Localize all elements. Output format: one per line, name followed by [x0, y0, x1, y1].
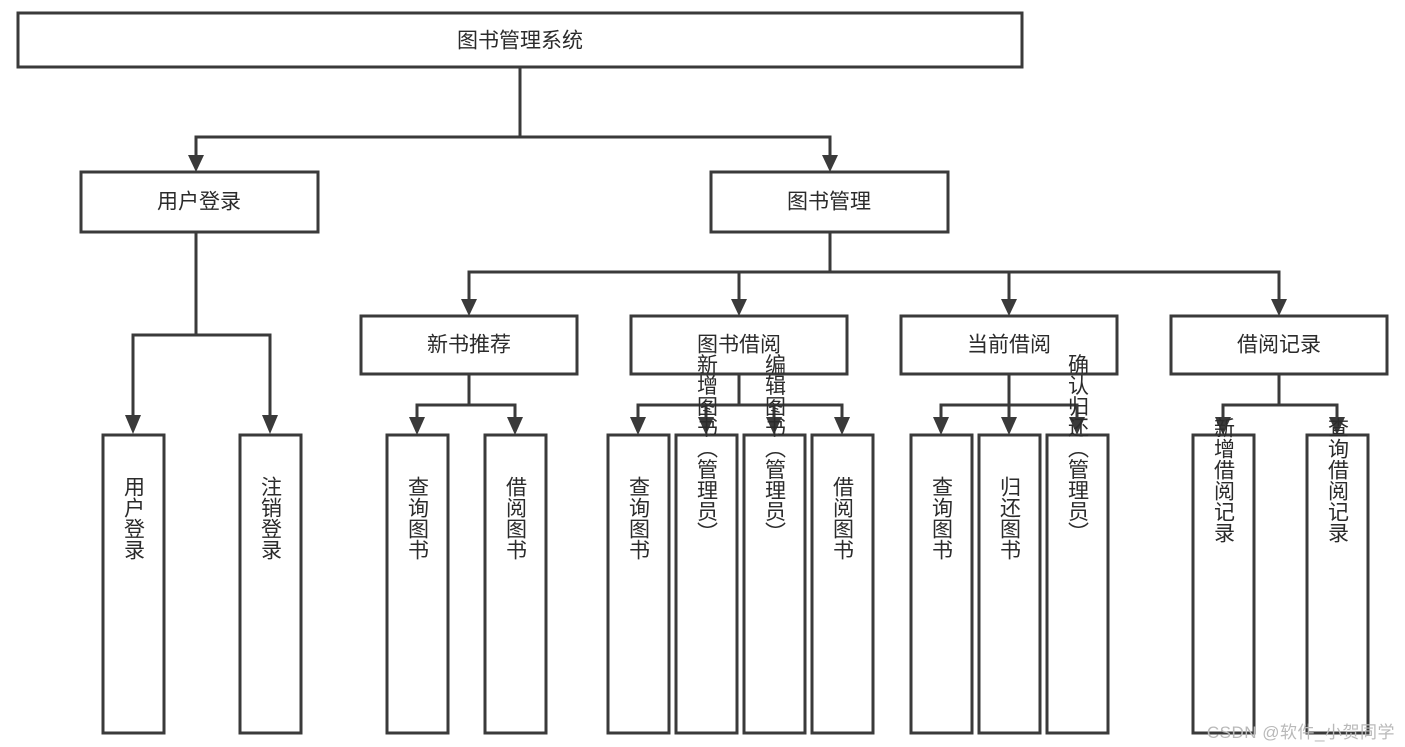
leaf-book-borrow-borrow-box[interactable] [810, 433, 875, 735]
leaf-user-login-login-label: 用户登录 [122, 476, 146, 560]
node-new-book-recommend-box[interactable] [359, 314, 579, 376]
leaf-new-book-query-box[interactable] [385, 433, 450, 735]
leaf-user-login-login-box[interactable] [101, 433, 166, 735]
node-root-system-box[interactable] [16, 11, 1024, 69]
leaf-user-login-logout-box[interactable] [238, 433, 303, 735]
leaf-user-login-logout-label: 注销登录 [259, 476, 283, 560]
leaf-new-book-query-label: 查询图书 [406, 476, 430, 560]
leaf-book-borrow-edit-box[interactable] [742, 433, 807, 735]
leaf-user-login-logout[interactable]: 注销登录 [238, 433, 303, 735]
leaf-current-borrow-confirm[interactable]: 确认归还（管理员） [1045, 354, 1110, 735]
arrowhead-newbook-l1 [409, 417, 425, 435]
node-book-borrow[interactable]: 图书借阅 [629, 314, 849, 376]
leaf-current-borrow-return-label: 归还图书 [998, 476, 1022, 560]
node-user-login-box[interactable] [79, 170, 320, 234]
leaf-book-borrow-query-label: 查询图书 [627, 476, 651, 560]
leaf-new-book-borrow-label: 借阅图书 [504, 476, 528, 560]
arrowhead-bookborrow-l3 [766, 417, 782, 435]
arrowhead-userlogin-l2 [262, 415, 278, 434]
leaf-book-borrow-edit-label: 编辑图书（管理员） [763, 354, 787, 543]
arrowhead-currentborrow-l2 [1001, 417, 1017, 435]
leaf-borrow-record-query-label: 查询借阅记录 [1326, 417, 1350, 543]
leaf-user-login-login[interactable]: 用户登录 [101, 433, 166, 735]
node-book-management-label: 图书管理 [787, 191, 871, 214]
node-root-system[interactable]: 图书管理系统 [16, 11, 1024, 69]
node-user-login[interactable]: 用户登录 [79, 170, 320, 234]
leaf-current-borrow-confirm-box[interactable] [1045, 433, 1110, 735]
node-root-system-label: 图书管理系统 [457, 30, 583, 53]
arrowhead-userlogin-l1 [125, 415, 141, 434]
leaf-borrow-record-add[interactable]: 新增借阅记录 [1191, 417, 1256, 735]
node-borrow-record-label: 借阅记录 [1237, 334, 1321, 357]
leaf-current-borrow-query-box[interactable] [909, 433, 974, 735]
arrowhead-bookborrow-l1 [630, 417, 646, 435]
arrowhead-book-borrow [731, 299, 747, 316]
node-new-book-recommend[interactable]: 新书推荐 [359, 314, 579, 376]
edges-layer [125, 65, 1345, 435]
leaf-book-borrow-borrow[interactable]: 借阅图书 [810, 433, 875, 735]
leaf-book-borrow-query-box[interactable] [606, 433, 671, 735]
node-borrow-record-box[interactable] [1169, 314, 1389, 376]
leaf-new-book-borrow[interactable]: 借阅图书 [483, 433, 548, 735]
node-borrow-record[interactable]: 借阅记录 [1169, 314, 1389, 376]
leaf-current-borrow-return[interactable]: 归还图书 [977, 433, 1042, 735]
arrowhead-user-login [188, 155, 204, 172]
leaf-book-borrow-add-label: 新增图书（管理员） [695, 354, 719, 543]
arrowhead-currentborrow-l3 [1069, 417, 1085, 435]
leaf-new-book-query[interactable]: 查询图书 [385, 433, 450, 735]
node-book-management-box[interactable] [709, 170, 950, 234]
arrowhead-bookborrow-l2 [698, 417, 714, 435]
node-current-borrow-box[interactable] [899, 314, 1119, 376]
node-current-borrow[interactable]: 当前借阅 [899, 314, 1119, 376]
arrowhead-borrowrecord-l1 [1215, 417, 1231, 435]
leaf-borrow-record-query[interactable]: 查询借阅记录 [1305, 417, 1370, 735]
arrowhead-currentborrow-l1 [933, 417, 949, 435]
leaf-book-borrow-borrow-label: 借阅图书 [831, 476, 855, 560]
arrowhead-bookborrow-l4 [834, 417, 850, 435]
leaf-current-borrow-query-label: 查询图书 [930, 476, 954, 560]
leaf-book-borrow-add[interactable]: 新增图书（管理员） [674, 354, 739, 735]
leaf-current-borrow-return-box[interactable] [977, 433, 1042, 735]
node-current-borrow-label: 当前借阅 [967, 334, 1051, 357]
arrowhead-new-book [461, 299, 477, 316]
leaf-book-borrow-query[interactable]: 查询图书 [606, 433, 671, 735]
nodes-layer: 图书管理系统 用户登录 图书管理 新书推荐 图书借阅 [16, 11, 1389, 735]
leaf-book-borrow-add-box[interactable] [674, 433, 739, 735]
arrowhead-book-mgmt [822, 155, 838, 172]
leaf-book-borrow-edit[interactable]: 编辑图书（管理员） [742, 354, 807, 735]
node-user-login-label: 用户登录 [157, 191, 241, 214]
leaf-borrow-record-query-box[interactable] [1305, 433, 1370, 735]
leaf-borrow-record-add-label: 新增借阅记录 [1212, 417, 1236, 543]
node-book-borrow-label: 图书借阅 [697, 334, 781, 357]
arrowhead-current-borrow [1001, 299, 1017, 316]
node-book-borrow-box[interactable] [629, 314, 849, 376]
arrowhead-borrow-record [1271, 299, 1287, 316]
leaf-current-borrow-query[interactable]: 查询图书 [909, 433, 974, 735]
node-book-management[interactable]: 图书管理 [709, 170, 950, 234]
leaf-current-borrow-confirm-label: 确认归还（管理员） [1066, 354, 1090, 543]
node-new-book-recommend-label: 新书推荐 [427, 334, 511, 357]
arrowhead-newbook-l2 [507, 417, 523, 435]
leaf-new-book-borrow-box[interactable] [483, 433, 548, 735]
arrowhead-borrowrecord-l2 [1329, 417, 1345, 435]
leaf-borrow-record-add-box[interactable] [1191, 433, 1256, 735]
